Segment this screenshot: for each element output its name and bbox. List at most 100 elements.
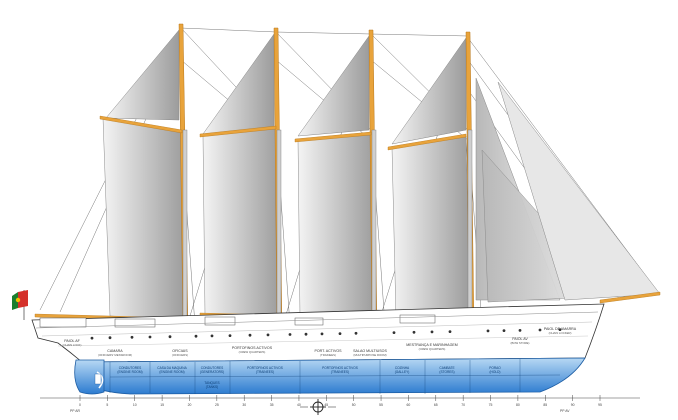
masts (178, 23, 475, 331)
porthole (266, 333, 270, 337)
scale-tick-label: 15 (160, 403, 164, 407)
label-cozinha: COZINHA (395, 366, 410, 370)
porthole (538, 328, 542, 332)
label-condutores-1-sub: (ENGINE ROOM) (117, 370, 142, 374)
porthole (412, 330, 416, 334)
label-portofinos-low-2: PORTOFINOS ACTIVOS (322, 366, 358, 370)
porthole (248, 333, 252, 337)
deck-labels-lower: CONDUTORES (ENGINE ROOM) CASA DA MAQUINA… (117, 366, 501, 389)
label-cozinha-sub: (GALLEY) (395, 370, 410, 374)
gaff-sail-fore (391, 135, 471, 319)
label-paiol-amarra: PAIOL DE AMARRA (544, 327, 577, 331)
scale-tick-label: 20 (188, 403, 192, 407)
label-condutores-2-sub: (GENERATORS) (200, 370, 224, 374)
porthole (130, 335, 134, 339)
label-camara: CAMARA (107, 349, 123, 353)
scale-tick-label: 70 (461, 403, 465, 407)
gaff-sail-3 (297, 133, 376, 319)
label-tanques: TANQUES (204, 381, 219, 385)
label-oficiais-sub: (OFFICERS) (172, 353, 188, 357)
label-portofinos-low-1: PORTOFINOS ACTIVOS (247, 366, 283, 370)
scale-mark-left: PP AR (70, 409, 80, 413)
porthole (304, 332, 308, 336)
label-casa-maquina-sub: (ENGINE ROOM) (159, 370, 184, 374)
gaff-topsail-fore (391, 37, 467, 145)
porthole (194, 334, 198, 338)
label-camara-sub: (OFFICERS' MESSROOM) (98, 353, 132, 357)
label-oficiais: OFICIAIS (172, 349, 188, 353)
label-paiol-amarra-sub: (CHAIN LOCKER) (549, 331, 572, 335)
porthole (430, 330, 434, 334)
scale-tick-label: 55 (379, 403, 383, 407)
porthole (168, 335, 172, 339)
scale-tick-label: 60 (407, 403, 411, 407)
label-portofinos-1: PORTOFINOS ACTIVOS (232, 346, 273, 350)
porthole (108, 336, 112, 340)
porthole (354, 331, 358, 335)
scale-tick-label: 45 (324, 403, 328, 407)
midship-symbol (300, 399, 336, 415)
label-porao-sub: (HOLD) (490, 370, 501, 374)
gaff-sail-aft (102, 117, 186, 321)
scale-tick-label: 50 (352, 403, 356, 407)
label-portofinos-low-1-sub: (TRAINEES) (256, 370, 274, 374)
sails (102, 29, 661, 321)
scale-tick-label: 90 (571, 403, 575, 407)
scale-tick-label: 0 (79, 403, 81, 407)
gaff-topsail-2 (202, 33, 275, 135)
label-paiol-af: PAIOL AF (64, 339, 80, 343)
scale-tick-label: 80 (516, 403, 520, 407)
porthole (518, 329, 522, 332)
label-port-activos: PORT. ACTIVOS (314, 349, 342, 353)
label-paiol-av: PAIOL AV (512, 337, 528, 341)
label-tanques-sub: (TANKS) (206, 385, 219, 389)
scale-tick-label: 30 (242, 403, 246, 407)
hull-underwater (74, 357, 586, 395)
scale-tick-label: 5 (106, 403, 108, 407)
scale-tick-label: 25 (215, 403, 219, 407)
porthole (320, 332, 324, 336)
label-mestranca-sub: (CREW QUARTERS) (419, 347, 446, 351)
label-salao-sub: (MULTIPURPOSE ROOM) (353, 353, 386, 357)
porthole (448, 330, 452, 333)
porthole (148, 335, 152, 339)
label-port-activos-sub: (TRAINEES) (320, 353, 336, 357)
label-cambate-sub: (STORES) (439, 370, 454, 374)
portuguese-flag (12, 290, 28, 320)
gaff-topsail-3 (297, 35, 370, 137)
outer-jib (497, 81, 661, 301)
label-porao: PORAO (489, 366, 501, 370)
gaff-aft (99, 115, 183, 134)
porthole (502, 329, 506, 332)
gaff-3 (294, 131, 372, 143)
scale-tick-label: 35 (270, 403, 274, 407)
label-mestranca: MESTRANÇA E MARINHAGEM (406, 343, 458, 347)
porthole (228, 334, 232, 337)
scale-mark-right: PP AV (560, 409, 570, 413)
bowsprit (599, 291, 661, 304)
portholes (90, 328, 562, 340)
label-condutores-2: CONDUTORES (201, 366, 224, 370)
porthole (210, 334, 214, 338)
scale-tick-label: 40 (297, 403, 301, 407)
porthole (288, 333, 292, 336)
scale-tick-label: 75 (489, 403, 493, 407)
label-portofinos-1-sub: (CREW QUARTERS) (239, 350, 266, 354)
porthole (90, 336, 94, 340)
porthole (338, 332, 342, 335)
scale-tick-label: 95 (598, 403, 602, 407)
porthole (486, 329, 490, 333)
porthole (558, 328, 562, 331)
scale-tick-label: 10 (133, 403, 137, 407)
label-condutores-1: CONDUTORES (119, 366, 142, 370)
deck-labels-upper: PAIOL AF (CHAIN LOCK) CAMARA (OFFICERS' … (63, 327, 577, 357)
porthole (392, 331, 396, 334)
label-cambate: CAMBATE (439, 366, 454, 370)
gaff-topsail-aft (105, 29, 180, 121)
scale-tick-label: 85 (543, 403, 547, 407)
gaff-2 (199, 125, 277, 138)
label-paiol-af-sub: (CHAIN LOCK) (63, 343, 82, 347)
label-paiol-av-sub: (BOW STORE) (511, 341, 530, 345)
